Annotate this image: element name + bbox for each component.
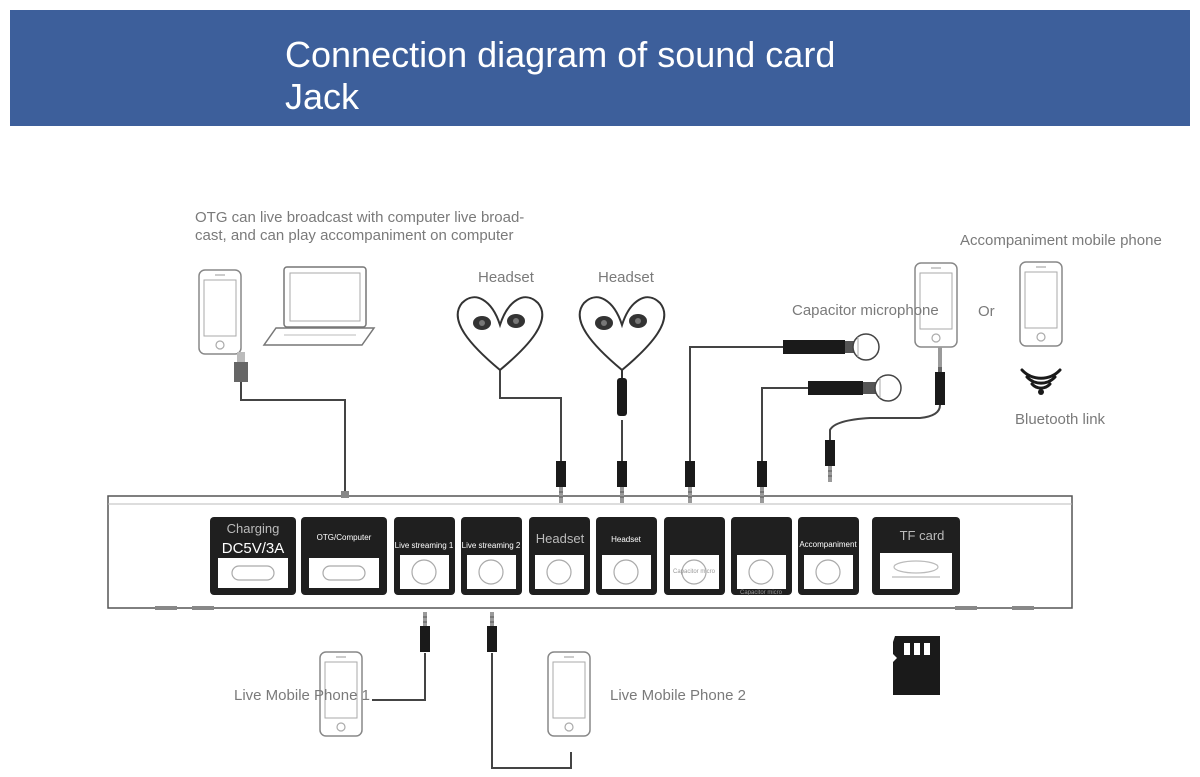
port-headset-1[interactable]: Headset — [529, 517, 590, 595]
jack-socket-icon — [748, 559, 774, 585]
microphone-icon — [783, 333, 880, 361]
cables — [240, 346, 941, 769]
title-line-2: Jack — [285, 76, 360, 117]
headset2-port-label: Headset — [611, 535, 642, 544]
accompaniment-phone-label: Accompaniment mobile phone — [960, 232, 1162, 249]
jack-plug-icon — [486, 611, 498, 653]
usb-c-socket-icon — [231, 565, 275, 581]
accompaniment-phone-jack — [935, 347, 945, 405]
otg-note-line-1: OTG can live broadcast with computer liv… — [195, 209, 524, 226]
tf-card-port-label: TF card — [900, 528, 945, 543]
port-headset-2[interactable]: Headset — [596, 517, 657, 595]
earphone-icon — [456, 296, 544, 371]
live-phone-2-label: Live Mobile Phone 2 — [610, 687, 746, 704]
sd-card-icon — [893, 636, 940, 695]
inline-remote-icon — [617, 378, 627, 416]
bluetooth-link-label: Bluetooth link — [1015, 411, 1106, 428]
otg-note-line-2: cast, and can play accompaniment on comp… — [195, 227, 514, 244]
phone-icon — [1019, 261, 1063, 347]
jack-socket-icon — [478, 559, 504, 585]
usb-c-socket-icon — [322, 565, 366, 581]
live-phone-1-label: Live Mobile Phone 1 — [234, 687, 370, 704]
usb-plug-icon — [234, 352, 248, 382]
microphone-icon — [808, 374, 902, 402]
jack-socket-icon — [681, 559, 707, 585]
title-banner: Connection diagram of sound card Jack — [10, 10, 1190, 126]
mic1-port-label: Capacitor micro — [673, 569, 716, 575]
headset1-port-label: Headset — [536, 531, 585, 546]
otg-label: OTG/Computer — [317, 533, 372, 542]
jack-plug-icon — [824, 439, 836, 483]
title-line-1: Connection diagram of sound card — [285, 34, 836, 75]
phone-icon — [547, 651, 591, 737]
port-live-streaming-1[interactable]: Live streaming 1 — [394, 517, 455, 595]
live1-label: Live streaming 1 — [395, 541, 454, 550]
jack-socket-icon — [546, 559, 572, 585]
jack-socket-icon — [613, 559, 639, 585]
mic2-port-label: Capacitor micro — [740, 590, 783, 596]
port-live-streaming-2[interactable]: Live streaming 2 — [461, 517, 522, 595]
live2-label: Live streaming 2 — [462, 541, 521, 550]
port-charging[interactable]: Charging DC5V/3A — [210, 517, 296, 595]
port-otg-computer[interactable]: OTG/Computer — [301, 517, 387, 595]
laptop-icon — [262, 266, 376, 346]
capacitor-microphone-label: Capacitor microphone — [792, 302, 939, 319]
or-label: Or — [978, 303, 995, 320]
port-accompaniment[interactable]: Accompaniment — [798, 517, 859, 595]
earphone-icon — [578, 296, 666, 416]
jack-socket-icon — [815, 559, 841, 585]
charging-voltage: DC5V/3A — [222, 540, 285, 557]
port-tf-card[interactable]: TF card — [872, 517, 960, 595]
headset-label-1: Headset — [478, 269, 535, 286]
bluetooth-wave-icon — [1020, 368, 1062, 395]
port-capacitor-mic-1[interactable]: Capacitor micro — [664, 517, 725, 595]
headset-label-2: Headset — [598, 269, 655, 286]
jack-plug-icon — [419, 611, 431, 653]
phone-icon — [198, 269, 242, 355]
charging-label: Charging — [227, 521, 280, 536]
accompaniment-port-label: Accompaniment — [799, 540, 857, 549]
port-capacitor-mic-2[interactable]: Capacitor micro — [731, 517, 792, 596]
page-title: Connection diagram of sound card Jack — [285, 34, 835, 118]
jack-socket-icon — [411, 559, 437, 585]
card-slot-icon — [893, 560, 939, 574]
